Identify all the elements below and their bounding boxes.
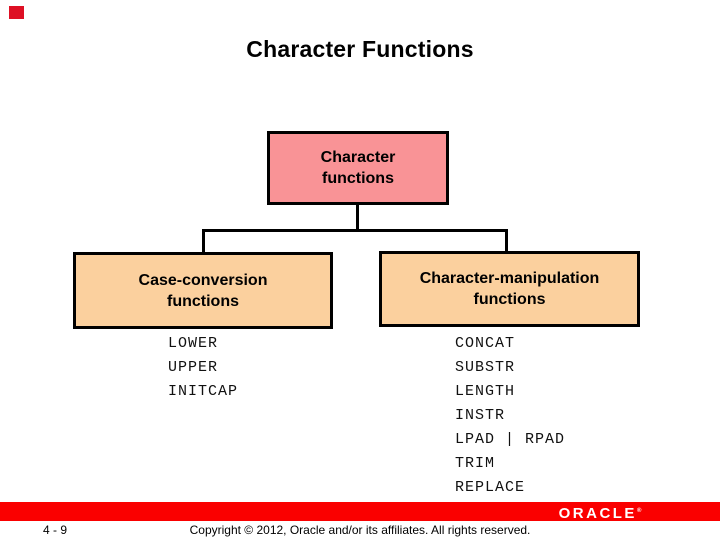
connector-horizontal [202,229,508,232]
connector-left-vertical [202,231,205,252]
diagram-box-character-functions-label: Character functions [320,149,396,187]
character-manipulation-function-list: CONCAT SUBSTR LENGTH INSTR LPAD | RPAD TRIM RE… [455,332,565,500]
slide-title: Character Functions [246,36,474,62]
footer-red-bar: ORACLE® [0,502,720,522]
registered-mark-icon: ® [636,508,642,514]
function-list-item: SUBSTR [455,359,516,376]
connector-right-vertical [505,231,508,251]
function-list-item: LOWER [168,335,219,352]
diagram-box-case-conversion-label: Case-conversion functions [138,271,268,310]
page-number: 4 - 9 [43,523,68,537]
diagram-box-character-functions: Character functions [267,131,449,205]
function-list-item: UPPER [168,359,219,376]
diagram-box-character-manipulation-label: Character-manipulation functions [419,270,600,308]
oracle-logo-text: ORACLE [558,505,637,522]
red-marker [9,6,24,19]
function-list-item: TRIM [455,455,496,472]
diagram-box-case-conversion: Case-conversion functions [73,252,333,329]
function-list-item: LENGTH [455,383,516,400]
function-list-item: CONCAT [455,335,516,352]
function-list-item: INSTR [455,407,506,424]
diagram-box-character-manipulation: Character-manipulation functions [379,251,640,327]
oracle-logo: ORACLE® [552,502,648,522]
function-list-item: REPLACE [455,479,526,496]
connector-root-vertical [356,204,359,231]
function-list-item: INITCAP [168,383,239,400]
function-list-item: LPAD | RPAD [455,431,566,448]
copyright-text: Copyright © 2012, Oracle and/or its affi… [189,523,531,537]
case-conversion-function-list: LOWER UPPER INITCAP [168,332,238,404]
